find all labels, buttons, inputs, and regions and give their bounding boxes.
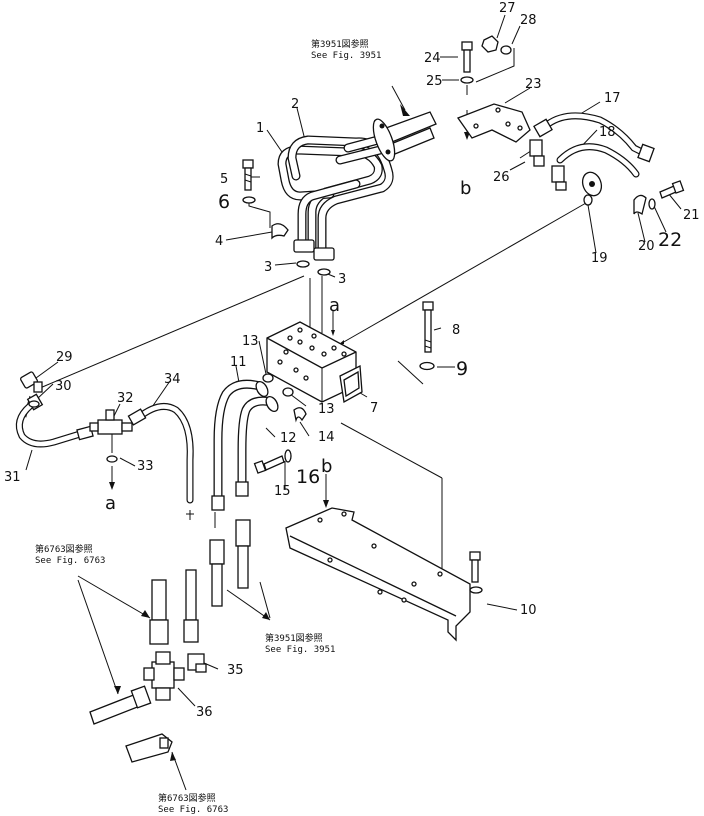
bracket-23 <box>456 103 531 143</box>
washer-25 <box>460 76 474 84</box>
bolt-15 <box>253 455 285 474</box>
hose-31 <box>15 393 94 448</box>
washer-28 <box>500 45 512 55</box>
hose-18 <box>556 143 640 178</box>
callout-22: 22 <box>658 229 682 251</box>
callout-27: 27 <box>499 1 516 16</box>
clamp-14 <box>293 407 307 423</box>
o-ring-13b <box>282 387 294 397</box>
callout-33: 33 <box>137 459 154 474</box>
callout-23: 23 <box>525 77 542 92</box>
flange-19 <box>581 171 603 206</box>
callout-13b: 13 <box>318 402 335 417</box>
callout-14: 14 <box>318 430 335 445</box>
callout-16: 16 <box>296 466 320 488</box>
reference-flange-3951 <box>372 111 437 162</box>
hose-34 <box>127 402 194 520</box>
callout-26: 26 <box>493 170 510 185</box>
letter-a-top: a <box>329 295 340 316</box>
letter-a-left: a <box>105 493 116 514</box>
callout-11: 11 <box>230 355 247 370</box>
hose-17 <box>533 112 655 163</box>
bracket-10 <box>285 507 483 642</box>
washer-22 <box>648 198 656 210</box>
callout-3b: 3 <box>338 272 346 287</box>
bolt-21 <box>659 180 685 199</box>
bolt-24 <box>461 41 473 73</box>
o-ring-13a <box>262 373 274 383</box>
nut-27 <box>481 35 499 53</box>
reference-connector-6763 <box>89 685 173 763</box>
washer-16 <box>284 449 292 463</box>
o-ring-30 <box>28 400 40 408</box>
lower-tube-fittings <box>149 519 251 645</box>
callout-5: 5 <box>220 172 228 187</box>
callout-18: 18 <box>599 125 616 140</box>
elbow-29 <box>20 371 43 393</box>
callout-32: 32 <box>117 391 134 406</box>
ref-top-jp: 第3951図参照 <box>311 38 369 50</box>
callout-35: 35 <box>227 663 244 678</box>
callout-30: 30 <box>55 379 72 394</box>
tee-36 <box>143 651 185 701</box>
bolt-5 <box>242 159 254 191</box>
callout-2: 2 <box>291 97 299 112</box>
washer-9 <box>419 361 435 371</box>
callout-17: 17 <box>604 91 621 106</box>
reference-notes: 第3951図参照 See Fig. 3951 第3951図参照 See Fig.… <box>35 38 381 815</box>
tube-11 <box>211 379 269 528</box>
callout-34: 34 <box>164 372 181 387</box>
callout-36: 36 <box>196 705 213 720</box>
clamp-20 <box>633 194 647 216</box>
washer-6 <box>242 196 256 204</box>
ref-mid-en: See Fig. 3951 <box>265 645 335 655</box>
callout-6: 6 <box>218 191 230 213</box>
bolt-8 <box>422 301 434 353</box>
fittings-26 <box>529 139 567 191</box>
ref-left-en: See Fig. 6763 <box>35 556 105 566</box>
valve-block-7 <box>266 321 363 404</box>
callout-25: 25 <box>426 74 443 89</box>
callout-7: 7 <box>370 401 378 416</box>
callout-3a: 3 <box>264 260 272 275</box>
o-ring-3b <box>317 268 331 276</box>
tube-assembly-1-2 <box>277 135 394 261</box>
letter-b-bracket: b <box>321 456 332 477</box>
tee-32 <box>89 409 133 435</box>
ref-top-en: See Fig. 3951 <box>311 51 381 61</box>
o-ring-33 <box>106 455 118 463</box>
callout-12: 12 <box>280 431 297 446</box>
callout-8: 8 <box>452 323 460 338</box>
callout-15: 15 <box>274 484 291 499</box>
letter-b-top: b <box>460 178 471 199</box>
callout-24: 24 <box>424 51 441 66</box>
callout-29: 29 <box>56 350 73 365</box>
fitting-35 <box>187 653 207 673</box>
callout-4: 4 <box>215 234 223 249</box>
ref-mid-jp: 第3951図参照 <box>265 632 323 644</box>
callout-20: 20 <box>638 239 655 254</box>
tube-12 <box>235 395 279 497</box>
o-ring-3a <box>296 260 310 268</box>
clamp-4 <box>271 223 289 240</box>
ref-left-jp: 第6763図参照 <box>35 543 93 555</box>
callout-21: 21 <box>683 208 700 223</box>
ref-bottom-en: See Fig. 6763 <box>158 805 228 815</box>
callout-13a: 13 <box>242 334 259 349</box>
callout-31: 31 <box>4 470 21 485</box>
callout-10: 10 <box>520 603 537 618</box>
callout-labels: 1 2 3 3 4 5 6 7 8 9 10 11 12 13 13 14 15… <box>4 1 700 720</box>
callout-1: 1 <box>256 121 264 136</box>
letter-markers: a a b b <box>105 178 471 514</box>
callout-9: 9 <box>456 358 468 380</box>
callout-19: 19 <box>591 251 608 266</box>
ref-bottom-jp: 第6763図参照 <box>158 792 216 804</box>
callout-28: 28 <box>520 13 537 28</box>
